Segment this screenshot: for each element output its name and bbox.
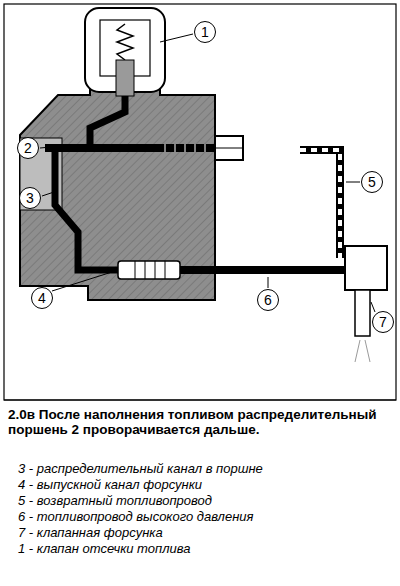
pressure-channel xyxy=(45,144,215,152)
callout-number: 7 xyxy=(379,315,387,329)
return-line xyxy=(300,150,340,258)
callout-number: 4 xyxy=(38,291,46,305)
caption-block: 2.0в После наполнения топливом распредел… xyxy=(8,407,394,437)
legend-line: 3 - распределительный канал в поршне xyxy=(18,461,396,477)
injector-body xyxy=(345,246,387,290)
figure-caption: 2.0в После наполнения топливом распредел… xyxy=(8,407,394,437)
spray xyxy=(355,340,370,362)
high-pressure-line xyxy=(180,266,346,274)
figure-frame xyxy=(4,4,396,400)
callout-number: 2 xyxy=(24,141,32,155)
distributor-channel xyxy=(55,150,120,270)
nut-edge xyxy=(215,148,243,149)
solenoid-spring xyxy=(117,24,133,60)
callout-circle: 7 xyxy=(372,311,394,333)
callout-circle: 6 xyxy=(257,289,279,311)
callout-circle: 2 xyxy=(17,137,39,159)
delivery-valve xyxy=(118,261,180,279)
leader-lines xyxy=(40,34,375,312)
legend-line: 7 - клапанная форсунка xyxy=(18,525,396,541)
legend-line: 5 - возвратный топливопровод xyxy=(18,493,396,509)
callout-number: 3 xyxy=(26,191,34,205)
return-line-stripe xyxy=(300,150,340,258)
legend-line: 1 - клапан отсечки топлива xyxy=(18,541,396,557)
callout-circle: 4 xyxy=(31,287,53,309)
legend-line: 6 - топливопровод высокого давления xyxy=(18,509,396,525)
bolt-thread xyxy=(165,144,205,152)
fitting-nut xyxy=(215,136,243,160)
callout-circle: 1 xyxy=(194,21,216,43)
valve-rings xyxy=(135,261,165,279)
callout-circle: 3 xyxy=(19,187,41,209)
callout-number: 5 xyxy=(368,175,376,189)
frame-bottom xyxy=(4,399,396,400)
callout-circle: 5 xyxy=(361,171,383,193)
callout-number: 6 xyxy=(264,293,272,307)
injector-nozzle xyxy=(355,290,370,336)
legend-line: 4 - выпускной канал форсунки xyxy=(18,477,396,493)
inlet-channel xyxy=(90,96,125,148)
legend-list: 3 - распределительный канал в поршне4 - … xyxy=(18,461,396,557)
solenoid-plunger xyxy=(116,60,134,96)
callout-number: 1 xyxy=(201,25,209,39)
